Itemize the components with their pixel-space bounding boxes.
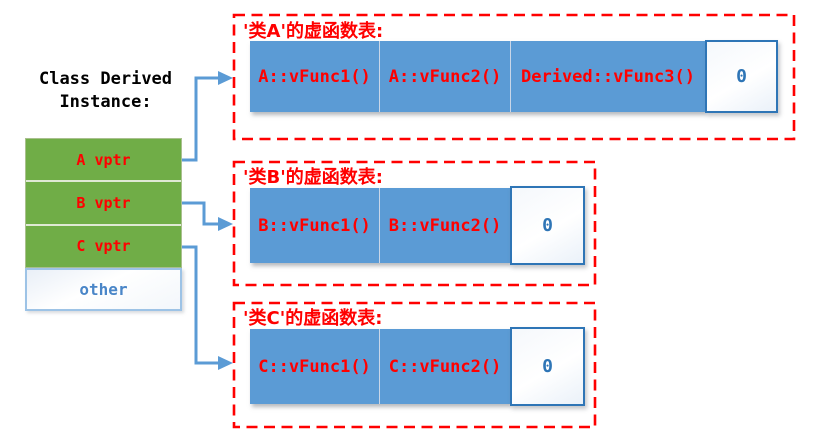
arrow-c-vptr [182, 245, 233, 370]
instance-memory-box: A vptr B vptr C vptr [25, 138, 182, 268]
vtable-b-terminator: 0 [510, 186, 585, 265]
vtable-b-cell-1: B::vFunc2() [379, 188, 510, 263]
vtable-b-title: '类B'的虚函数表: [243, 167, 383, 188]
vtable-c-cell-1: C::vFunc2() [379, 329, 510, 404]
vtable-c-terminator: 0 [510, 327, 585, 406]
vtable-a-cell-1: A::vFunc2() [379, 41, 510, 112]
memory-row-other: other [25, 268, 182, 311]
vtable-b-row: B::vFunc1() B::vFunc2() [250, 188, 510, 263]
vtable-a-title: '类A'的虚函数表: [243, 21, 384, 42]
vtable-b-cell-0: B::vFunc1() [258, 215, 371, 236]
vtable-a-cell-2: Derived::vFunc3() [510, 41, 705, 112]
vtable-c-row: C::vFunc1() C::vFunc2() [250, 329, 510, 404]
arrow-b-vptr [182, 201, 233, 231]
vtable-a-terminator: 0 [705, 40, 778, 113]
vtable-a-row: A::vFunc1() A::vFunc2() Derived::vFunc3(… [250, 41, 705, 112]
vtable-c-cell-0: C::vFunc1() [258, 356, 371, 377]
memory-row-c-vptr: C vptr [26, 223, 181, 267]
vtable-a-cell-0: A::vFunc1() [258, 66, 371, 87]
instance-title: Class Derived Instance: [13, 68, 198, 114]
vtable-c-title: '类C'的虚函数表: [243, 308, 383, 329]
instance-title-line1: Class Derived [38, 69, 173, 89]
instance-title-line2: Instance: [59, 92, 152, 112]
memory-row-a-vptr: A vptr [76, 150, 131, 169]
memory-row-b-vptr: B vptr [26, 180, 181, 223]
